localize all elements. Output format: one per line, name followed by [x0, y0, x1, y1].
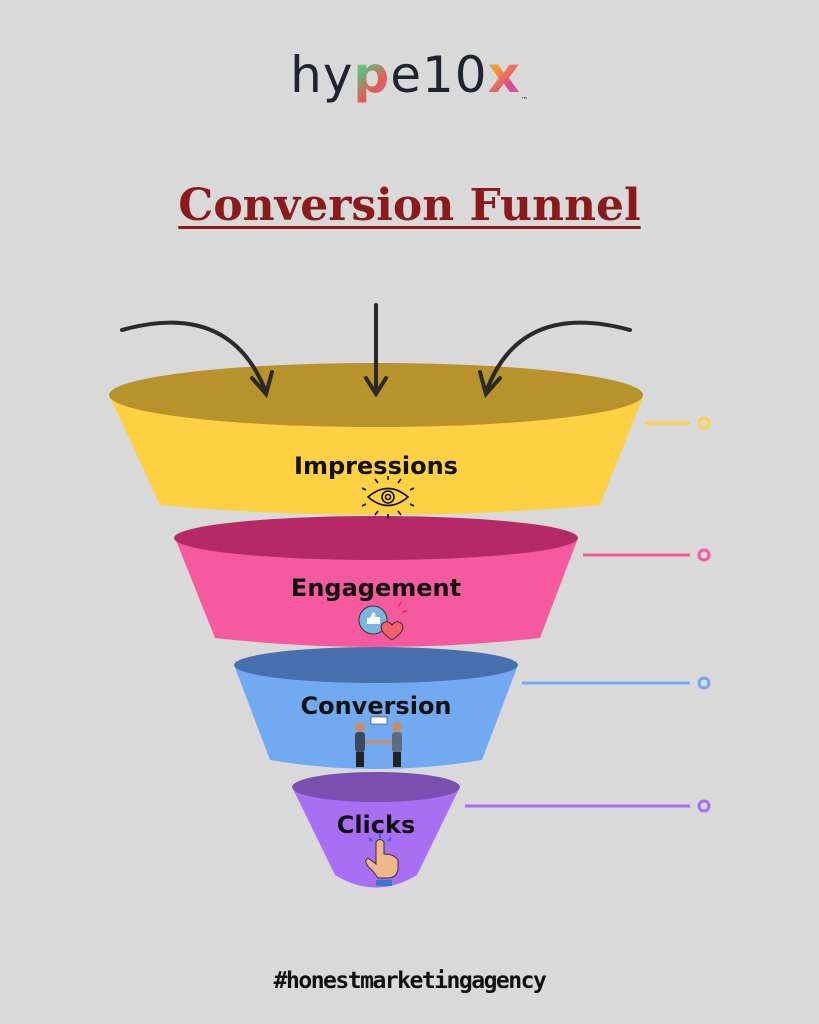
stage-label-clicks: Clicks: [336, 811, 416, 839]
brand-logo: hype10x™: [290, 46, 529, 104]
arrow-left-icon: [120, 320, 268, 394]
eye-icon: [361, 476, 415, 518]
stage-marker-dot: [697, 548, 711, 562]
inflow-arrows: [120, 303, 632, 399]
funnel-stage-impressions: [109, 363, 711, 515]
pointer-hand-icon: [365, 834, 399, 886]
arrow-right-icon: [484, 320, 632, 394]
stage-label-conversion: Conversion: [300, 692, 452, 720]
like-heart-icon: [358, 601, 408, 641]
funnel-stage-engagement: [174, 516, 711, 647]
stage-marker-dot: [697, 799, 711, 813]
stage-label-impressions: Impressions: [294, 452, 458, 480]
handshake-icon: [355, 716, 402, 767]
funnel-stage-clicks: [292, 772, 711, 888]
stage-marker-dot: [697, 676, 711, 690]
page-title: Conversion Funnel: [178, 180, 641, 231]
hashtag: #honestmarketingagency: [273, 968, 547, 994]
stage-label-engagement: Engagement: [290, 574, 462, 602]
stage-marker-dot: [697, 416, 711, 430]
